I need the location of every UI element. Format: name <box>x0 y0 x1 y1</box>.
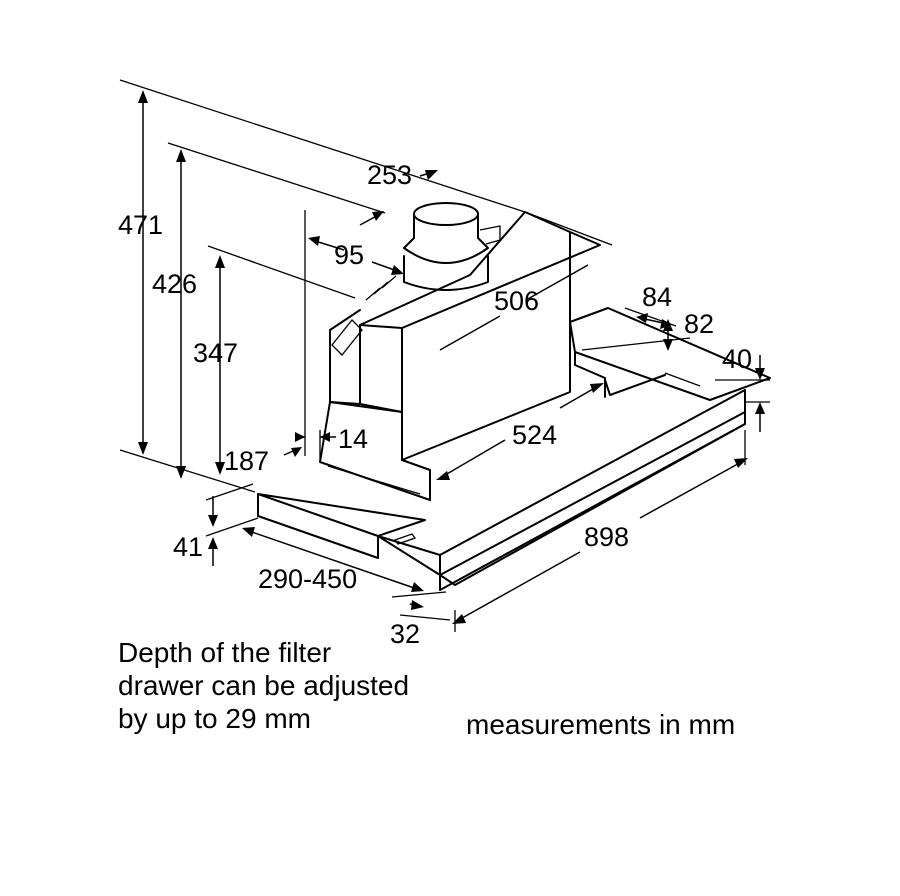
drawer-rail <box>664 372 701 387</box>
label-524: 524 <box>512 420 557 450</box>
label-82: 82 <box>684 309 714 339</box>
label-95: 95 <box>334 240 364 270</box>
label-253: 253 <box>367 160 412 190</box>
vent-fins <box>365 275 397 301</box>
hood-body <box>257 202 771 591</box>
filter-drawer-top <box>377 389 746 576</box>
base-plate-edge <box>257 493 379 559</box>
duct-spigot-top <box>413 202 479 226</box>
duct-flap <box>479 225 501 245</box>
clip-bracket <box>331 319 363 356</box>
label-898: 898 <box>584 522 629 552</box>
label-40: 40 <box>722 344 752 374</box>
rear-ledge <box>569 307 771 401</box>
duct-spigot-wall <box>413 213 479 239</box>
label-187: 187 <box>224 446 269 476</box>
housing-side <box>359 324 403 413</box>
label-84: 84 <box>642 282 672 312</box>
duct-spigot-base <box>403 255 489 291</box>
label-426: 426 <box>152 269 197 299</box>
filter-note-line-3: by up to 29 mm <box>118 703 311 734</box>
label-506: 506 <box>494 286 539 316</box>
duct-spigot-collar <box>403 237 489 264</box>
label-41: 41 <box>173 532 203 562</box>
dimension-lines <box>138 90 765 624</box>
base-plate-front <box>257 493 426 537</box>
label-32: 32 <box>390 619 420 649</box>
filter-note-line-1: Depth of the filter <box>118 637 332 668</box>
filter-drawer-front <box>439 389 746 591</box>
extension-lines <box>119 79 770 632</box>
housing-front <box>401 231 571 461</box>
ledge-recess <box>574 351 606 398</box>
dimension-labels: 471 426 347 187 41 290-450 32 253 95 506… <box>118 160 752 649</box>
filter-drawer-lip <box>439 423 746 586</box>
filter-note-line-2: drawer can be adjusted <box>118 670 410 701</box>
label-14: 14 <box>338 424 368 454</box>
lower-trim <box>327 465 421 495</box>
ledge-step <box>604 374 666 396</box>
lower-body <box>319 401 431 501</box>
label-290-450: 290-450 <box>258 564 357 594</box>
units-note: measurements in mm <box>466 709 736 740</box>
label-471: 471 <box>118 210 163 240</box>
label-347: 347 <box>193 338 238 368</box>
drawer-handle <box>393 533 417 545</box>
